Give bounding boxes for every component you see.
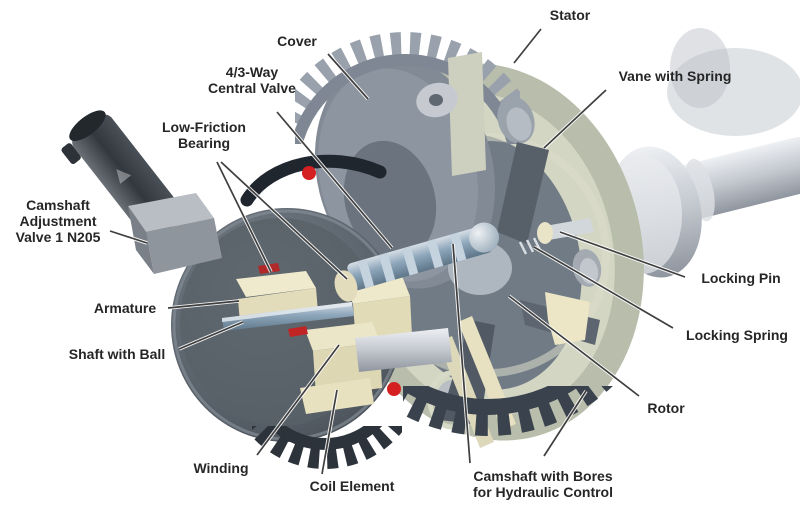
leader-low-friction-bearing-1 — [216, 161, 272, 273]
leader-coil-element — [321, 389, 338, 475]
low-friction-bearing-ring — [334, 270, 358, 302]
cover-disc — [295, 32, 520, 289]
label-low-friction-bearing: Low-Friction Bearing — [162, 119, 246, 151]
hose-arc — [240, 154, 387, 207]
label-armature: Armature — [93, 300, 157, 316]
label-stator: Stator — [549, 7, 591, 23]
label-coil-element: Coil Element — [309, 478, 395, 494]
locking-pin-part — [518, 218, 594, 255]
leader-locking-spring — [533, 246, 674, 329]
leader-camshaft-adjustment-valve — [109, 230, 148, 244]
label-camshaft-bores: Camshaft with Bores for Hydraulic Contro… — [472, 468, 613, 500]
shaft-with-ball-part — [222, 302, 452, 372]
lower-camshaft-cylinder — [355, 328, 452, 372]
label-cover: Cover — [277, 33, 317, 49]
label-rotor: Rotor — [647, 400, 685, 416]
label-central-valve: 4/3-Way Central Valve — [208, 64, 296, 96]
solenoid-valve-body — [61, 110, 222, 274]
leader-cover — [327, 53, 369, 100]
leader-camshaft-bores-2 — [543, 390, 587, 457]
left-sprocket-teeth — [252, 426, 402, 469]
label-camshaft-adjustment-valve: Camshaft Adjustment Valve 1 N205 — [15, 197, 101, 245]
leader-rotor — [508, 295, 640, 397]
central-valve-spool — [334, 222, 500, 302]
leader-shaft-with-ball — [178, 321, 244, 350]
red-seal-mid — [288, 326, 308, 337]
leader-stator — [513, 28, 542, 64]
label-locking-pin: Locking Pin — [701, 270, 781, 286]
label-winding: Winding — [193, 460, 249, 476]
label-shaft-with-ball: Shaft with Ball — [68, 346, 166, 362]
cover-gear-teeth — [295, 32, 520, 144]
leader-vane-with-spring — [543, 89, 607, 149]
leader-winding — [256, 344, 340, 456]
red-seal-dot-top — [302, 166, 316, 180]
leader-camshaft-bores-1 — [452, 243, 471, 464]
leader-lines — [109, 27, 686, 475]
label-locking-spring: Locking Spring — [686, 327, 788, 343]
bottom-sprocket-teeth — [403, 386, 613, 436]
leader-locking-pin — [559, 231, 686, 278]
label-vane-with-spring: Vane with Spring — [618, 68, 732, 84]
leader-low-friction-bearing-2 — [220, 161, 348, 280]
leader-central-valve — [276, 111, 393, 249]
red-seal-dot-bottom — [387, 382, 401, 396]
leader-armature — [167, 300, 240, 309]
